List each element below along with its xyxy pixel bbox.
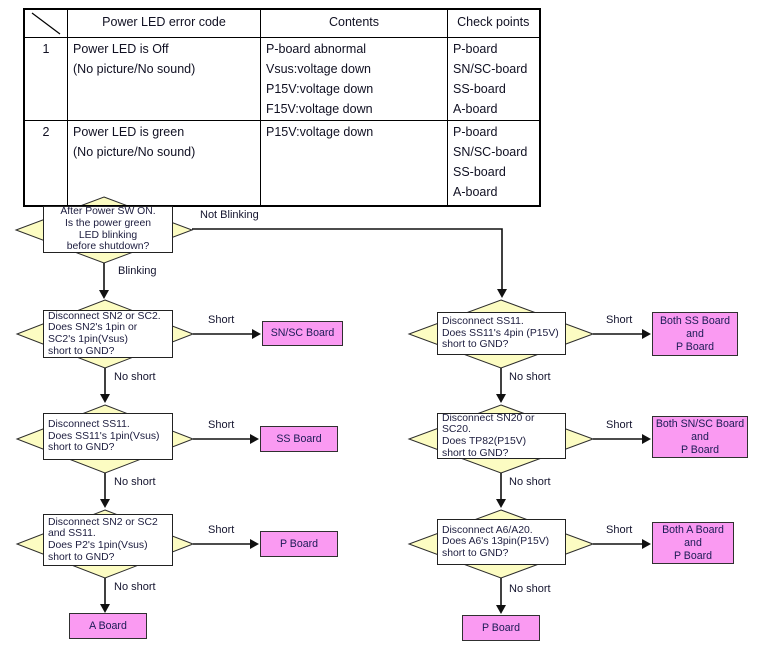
error-code-cell: Power LED is Off(No picture/No sound) — [67, 37, 261, 121]
column-header-check-points: Check points — [447, 8, 540, 38]
edge-label-no-short: No short — [509, 476, 551, 488]
end-box-a-board: A Board — [69, 613, 147, 639]
connector-lines — [103, 228, 644, 608]
edge-label-short: Short — [208, 314, 235, 326]
table-row: 2 Power LED is green(No picture/No sound… — [23, 120, 540, 206]
edge-label-no-short: No short — [114, 581, 156, 593]
row-number: 2 — [23, 120, 68, 206]
result-box-ss-board: SS Board — [260, 426, 338, 452]
edge-label-short: Short — [606, 314, 633, 326]
result-box-snsc-board: SN/SC Board — [262, 321, 343, 346]
edge-label-no-short: No short — [509, 583, 551, 595]
diagonal-line — [31, 12, 61, 35]
end-box-p-board: P Board — [462, 615, 540, 641]
edge-label-blinking: Blinking — [118, 265, 157, 277]
edge-label-short: Short — [208, 524, 235, 536]
edge-label-short: Short — [606, 419, 633, 431]
edge-label-short: Short — [606, 524, 633, 536]
error-code-cell: Power LED is green(No picture/No sound) — [67, 120, 261, 206]
decision-box-left-1: Disconnect SN2 or SC2.Does SN2's 1pin or… — [43, 310, 173, 358]
edge-label-no-short: No short — [509, 371, 551, 383]
result-box-p-board: P Board — [260, 531, 338, 557]
row-number: 1 — [23, 37, 68, 121]
contents-cell: P15V:voltage down — [260, 120, 448, 206]
edge-label-no-short: No short — [114, 371, 156, 383]
decision-box-right-2: Disconnect SN20 or SC20.Does TP82(P15V)s… — [437, 413, 566, 459]
decision-box-right-1: Disconnect SS11.Does SS11's 4pin (P15V)s… — [437, 312, 566, 355]
error-code-table: Power LED error code Contents Check poin… — [23, 8, 541, 207]
edge-label-no-short: No short — [114, 476, 156, 488]
decision-box-left-2: Disconnect SS11.Does SS11's 1pin(Vsus)sh… — [43, 413, 173, 460]
column-header-error-code: Power LED error code — [67, 8, 261, 38]
arrowheads — [99, 289, 651, 614]
edge-label-not-blinking: Not Blinking — [200, 209, 259, 221]
edge-label-short: Short — [208, 419, 235, 431]
decision-box-right-3: Disconnect A6/A20.Does A6's 13pin(P15V)s… — [437, 519, 566, 565]
column-header-contents: Contents — [260, 8, 448, 38]
table-corner-cell — [23, 8, 68, 38]
table-row: 1 Power LED is Off(No picture/No sound) … — [23, 37, 540, 121]
